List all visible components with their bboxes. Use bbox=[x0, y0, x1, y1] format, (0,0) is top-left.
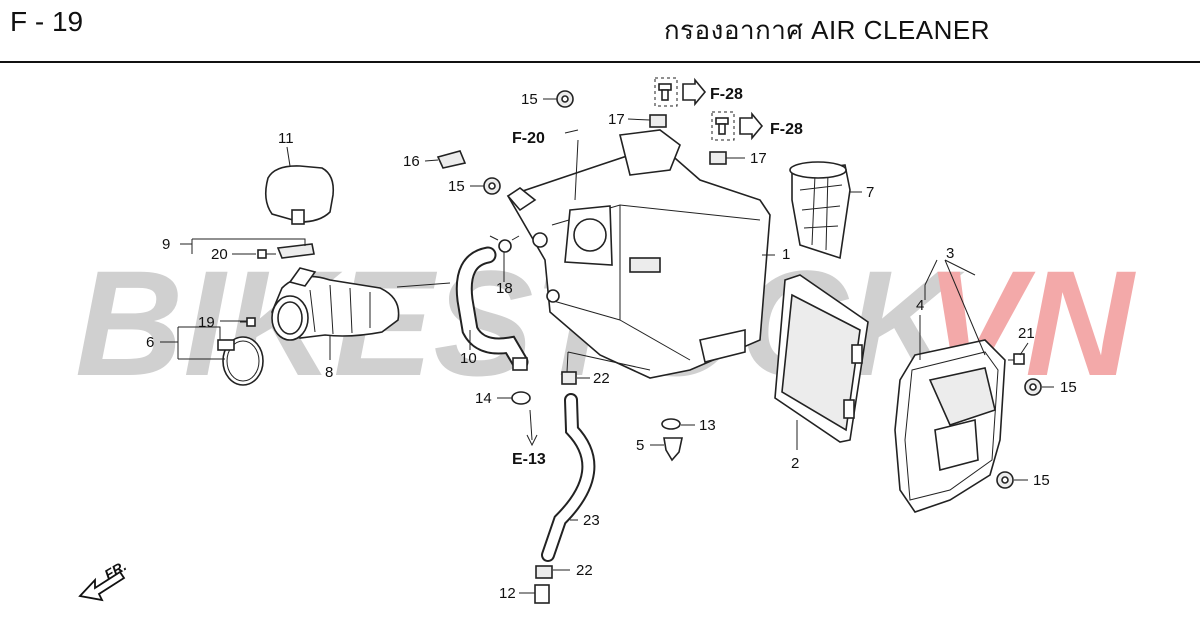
callout-18: 18 bbox=[496, 280, 513, 297]
part-22-cap-a bbox=[561, 371, 577, 385]
callout-6: 6 bbox=[146, 334, 154, 351]
callout-17-a: 17 bbox=[608, 111, 625, 128]
header-rule bbox=[0, 61, 1200, 63]
part-14-clip bbox=[511, 391, 531, 405]
part-19-screw bbox=[240, 317, 256, 327]
callout-5: 5 bbox=[636, 437, 644, 454]
callout-13: 13 bbox=[699, 417, 716, 434]
ref-e13: E-13 bbox=[512, 451, 546, 468]
part-3-cover bbox=[894, 339, 1006, 513]
callout-23: 23 bbox=[583, 512, 600, 529]
part-17-clip-b bbox=[709, 151, 727, 165]
callout-2: 2 bbox=[791, 455, 799, 472]
part-13-clip bbox=[661, 418, 681, 430]
part-18-clip bbox=[489, 235, 520, 253]
part-22-cap-b bbox=[535, 565, 553, 579]
callout-15-b: 15 bbox=[448, 178, 465, 195]
ref-f20: F-20 bbox=[512, 130, 545, 147]
callout-14: 14 bbox=[475, 390, 492, 407]
front-arrow-indicator: FR. bbox=[78, 557, 130, 602]
callout-12: 12 bbox=[499, 585, 516, 602]
callout-15-d: 15 bbox=[1033, 472, 1050, 489]
part-17-clip-a bbox=[649, 114, 667, 128]
part-8-intake-duct bbox=[271, 267, 400, 341]
ref-f28-b: F-28 bbox=[770, 121, 803, 138]
part-7-filter-element bbox=[789, 161, 851, 260]
page-title: กรองอากาศ AIR CLEANER bbox=[663, 15, 990, 45]
callout-21: 21 bbox=[1018, 325, 1035, 342]
callout-4: 4 bbox=[916, 297, 924, 314]
f28-bolt-icon-b bbox=[711, 111, 764, 141]
part-15-grommet-d bbox=[996, 471, 1014, 489]
callout-20: 20 bbox=[211, 246, 228, 263]
part-15-grommet-b bbox=[483, 177, 501, 195]
ref-f28-a: F-28 bbox=[710, 86, 743, 103]
callout-15-a: 15 bbox=[521, 91, 538, 108]
page-code: F - 19 bbox=[10, 6, 84, 37]
part-20-bolt bbox=[257, 249, 276, 259]
callout-10: 10 bbox=[460, 350, 477, 367]
callout-16: 16 bbox=[403, 153, 420, 170]
part-1-housing bbox=[506, 129, 771, 379]
leader-lines bbox=[160, 98, 1054, 594]
callout-3: 3 bbox=[946, 245, 954, 262]
callout-11: 11 bbox=[278, 130, 294, 147]
part-16-grommet bbox=[436, 150, 467, 169]
part-5-plug bbox=[663, 437, 683, 462]
front-indicator-label: FR. bbox=[102, 557, 130, 582]
callout-15-c: 15 bbox=[1060, 379, 1077, 396]
part-2-filter-panel bbox=[774, 274, 869, 443]
part-6-band-clamp bbox=[217, 336, 264, 386]
callout-22-a: 22 bbox=[593, 370, 610, 387]
callout-9: 9 bbox=[162, 236, 170, 253]
callout-1: 1 bbox=[782, 246, 790, 263]
f28-bolt-icon-a bbox=[654, 77, 707, 107]
part-9-clip bbox=[276, 243, 315, 259]
callout-8: 8 bbox=[325, 364, 333, 381]
part-15-grommet-c bbox=[1024, 378, 1042, 396]
callout-22-b: 22 bbox=[576, 562, 593, 579]
callout-19: 19 bbox=[198, 314, 215, 331]
part-21-screw bbox=[1008, 353, 1025, 365]
part-15-grommet-a bbox=[556, 90, 574, 108]
part-11-cover bbox=[264, 165, 335, 225]
part-23-drain-tube bbox=[541, 393, 596, 562]
callout-7: 7 bbox=[866, 184, 874, 201]
callout-17-b: 17 bbox=[750, 150, 767, 167]
part-12-plug bbox=[534, 584, 550, 604]
